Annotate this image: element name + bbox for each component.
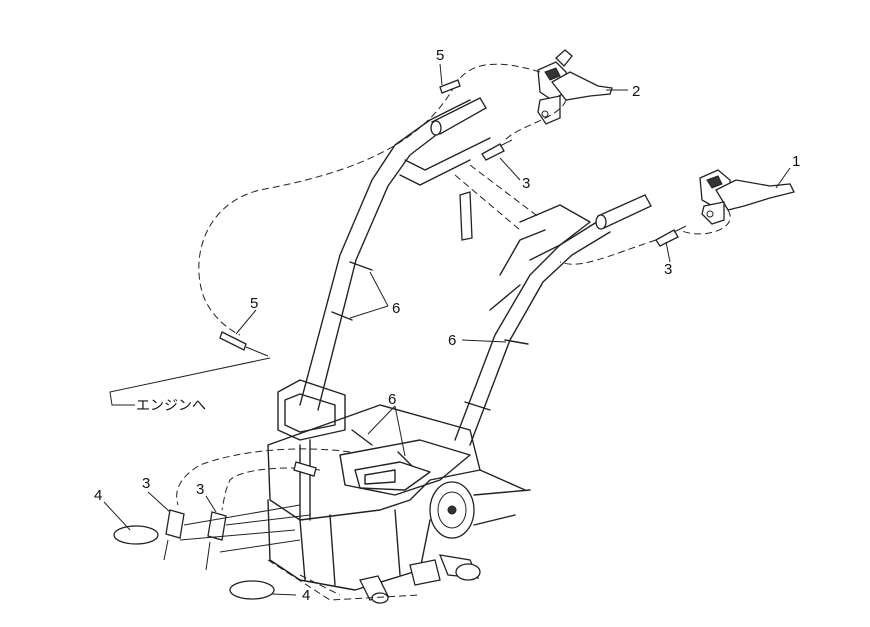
- callout-labels: 1 2 3 3 3 3 4 4 5 5 6 6 6 エンジンへ: [94, 47, 800, 604]
- callout-1: 1: [792, 153, 800, 170]
- cable-end-lower: [219, 331, 269, 357]
- cable-routes: [176, 63, 731, 511]
- leader-lines: [103, 63, 791, 596]
- callout-3a: 3: [522, 175, 530, 192]
- callout-4b: 4: [302, 587, 310, 604]
- grommet-ovals: [113, 525, 275, 600]
- callout-5a: 5: [436, 47, 444, 64]
- cable-ties: [331, 261, 529, 467]
- callout-5b: 5: [250, 295, 258, 312]
- callout-6b: 6: [448, 332, 456, 349]
- callout-2: 2: [632, 83, 640, 100]
- callout-3c: 3: [142, 475, 150, 492]
- cable-fitting-upper-left: [481, 139, 513, 161]
- cable-fitting-upper-right: [655, 225, 687, 247]
- handlebar-frame: [299, 97, 652, 446]
- cable-end-upper: [439, 79, 461, 94]
- callout-3b: 3: [664, 261, 672, 278]
- callout-4a: 4: [94, 487, 102, 504]
- callout-6a: 6: [392, 300, 400, 317]
- callout-3d: 3: [196, 481, 204, 498]
- machine-body: [163, 379, 531, 604]
- lever-2-assembly: [537, 49, 613, 125]
- lever-1-assembly: [699, 169, 795, 225]
- engine-label: エンジンへ: [136, 398, 206, 414]
- callout-6c: 6: [388, 391, 396, 408]
